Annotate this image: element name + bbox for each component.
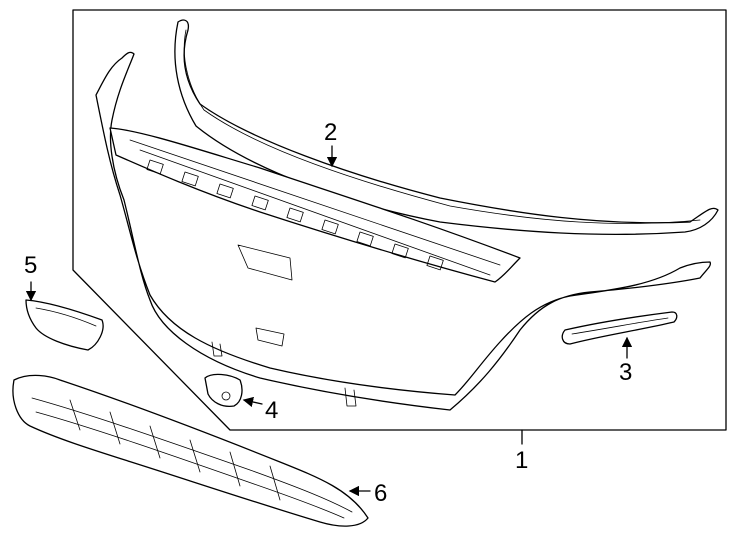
callout-5: 5 [24,252,37,279]
grille-assembly-part [95,51,712,411]
end-cap-part [25,299,104,351]
frame-slots [146,159,444,271]
callout-2: 2 [324,119,337,146]
callout-3: 3 [619,359,632,386]
emblem-bracket [237,244,293,347]
callout-4: 4 [265,397,278,424]
callout-1: 1 [515,447,528,474]
side-trim-part [561,311,678,345]
leader-line-4 [242,396,263,408]
lower-grille-part [12,374,369,527]
bracket-part [204,373,243,408]
callout-6: 6 [374,480,387,507]
assembly-boundary [72,9,727,431]
